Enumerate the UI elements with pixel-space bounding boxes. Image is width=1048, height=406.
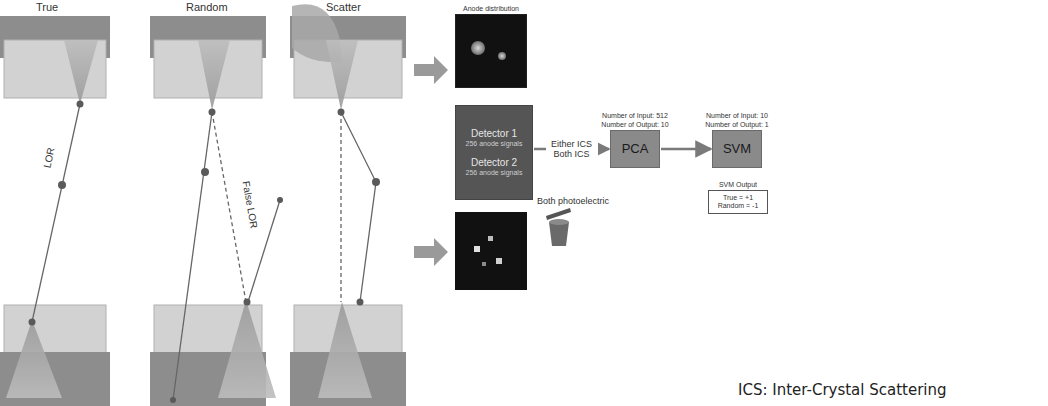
box-heading: Number of Input: 10Number of Output: 1 (705, 112, 768, 131)
box-text: SVM (723, 141, 751, 157)
column-heading: Scatter (326, 1, 361, 14)
path-label: Both photoelectric (537, 196, 609, 206)
svm-output-box: SVM OutputTrue = +1Random = -1 (708, 190, 768, 214)
trash-icon (546, 208, 571, 246)
box-text: Detector 1 (471, 128, 517, 140)
pca-box: Number of Input: 512Number of Output: 10… (610, 130, 660, 168)
footnote: ICS: Inter-Crystal Scattering (738, 382, 947, 399)
true-event (6, 40, 98, 398)
detector-box: Detector 1256 anode signalsDetector 2256… (455, 105, 533, 200)
box-heading: Anode distribution (463, 5, 519, 15)
box-text: Detector 2 (471, 157, 517, 169)
block-arrow (414, 56, 448, 266)
line-label: LOR (41, 146, 57, 170)
detector-block (290, 16, 406, 406)
box-text: PCA (622, 141, 649, 157)
random-event (170, 40, 283, 403)
heading-text: SVM Output (719, 181, 757, 189)
heading-text: Number of Output: 10 (601, 121, 668, 129)
line-label: False LOR (240, 179, 260, 230)
scatter-event (292, 4, 380, 398)
heading-text: Number of Input: 10 (705, 112, 768, 120)
anode-image (455, 14, 527, 88)
box-heading: SVM Output (719, 181, 757, 191)
photoelectric-image (455, 212, 527, 290)
flow-arrow (534, 148, 609, 151)
column-heading: True (36, 1, 58, 14)
flow-arrow (661, 148, 711, 151)
heading-text: Number of Input: 512 (601, 112, 668, 120)
column-heading: Random (186, 1, 228, 14)
svm-box: Number of Input: 10Number of Output: 1SV… (712, 130, 762, 168)
heading-text: Anode distribution (463, 5, 519, 13)
heading-text: Number of Output: 1 (705, 121, 768, 129)
box-heading: Number of Input: 512Number of Output: 10 (601, 112, 668, 131)
box-text: Random = -1 (718, 202, 759, 210)
edge-label: Either ICS Both ICS (546, 138, 598, 161)
box-text: 256 anode signals (466, 140, 523, 148)
box-text: 256 anode signals (466, 169, 523, 177)
box-text: True = +1 (723, 194, 753, 202)
detector-block (0, 16, 110, 406)
anode-image-frame: Anode distribution (455, 14, 527, 88)
